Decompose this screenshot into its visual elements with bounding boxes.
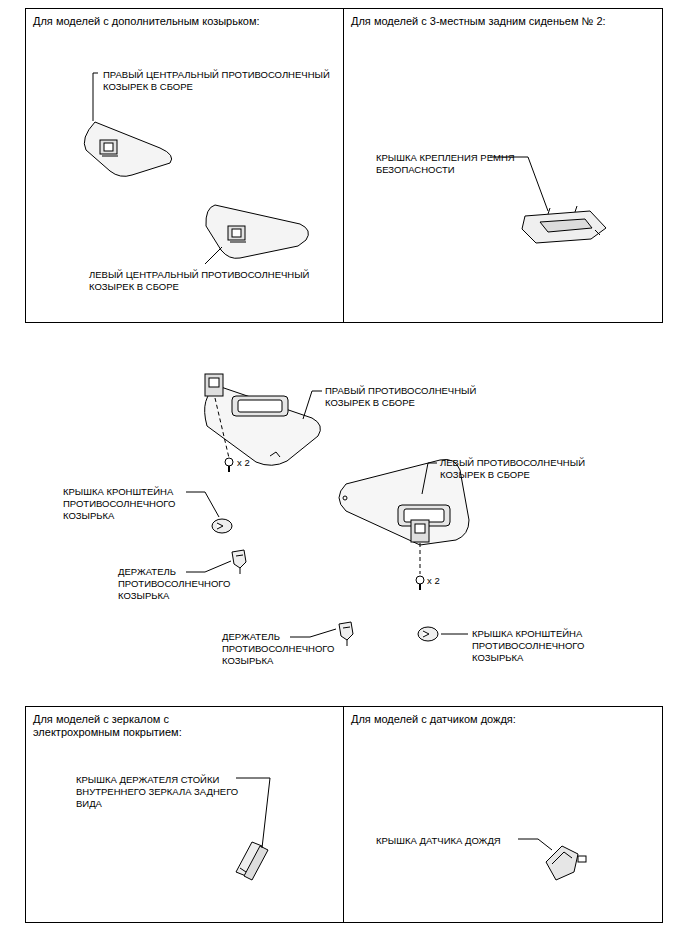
option-box: Для моделей с датчиком дождя: КРЫШКА ДАТЧ…	[343, 706, 663, 923]
part-name: ДЕРЖАТЕЛЬ ПРОТИВОСОЛНЕЧНОГО КОЗЫРЬКА	[222, 631, 352, 667]
center-visor-left	[206, 205, 309, 258]
option-box: Для моделей с зеркалом с электрохромным …	[25, 706, 344, 923]
part-name: КРЫШКА КРОНШТЕЙНА ПРОТИВОСОЛНЕЧНОГО КОЗЫ…	[472, 628, 602, 664]
center-visor-right	[84, 122, 171, 176]
part-name: КРЫШКА ДАТЧИКА ДОЖДЯ	[376, 835, 556, 847]
box-heading: Для моделей с дополнительным козырьком:	[33, 15, 333, 28]
part-name: ПРАВЫЙ ЦЕНТРАЛЬНЫЙ ПРОТИВОСОЛНЕЧНЫЙ КОЗЫ…	[103, 69, 343, 93]
part-name: ДЕРЖАТЕЛЬ ПРОТИВОСОЛНЕЧНОГО КОЗЫРЬКА	[118, 566, 248, 602]
part-name: ЛЕВЫЙ ПРОТИВОСОЛНЕЧНЫЙ КОЗЫРЕК В СБОРЕ	[440, 457, 615, 481]
part-name: КРЫШКА КРОНШТЕЙНА ПРОТИВОСОЛНЕЧНОГО КОЗЫ…	[63, 486, 193, 522]
rain-sensor-cover	[546, 846, 586, 880]
sun-visor-right	[205, 374, 321, 465]
part-name: ПРАВЫЙ ПРОТИВОСОЛНЕЧНЫЙ КОЗЫРЕК В СБОРЕ	[325, 385, 500, 409]
option-box: Для моделей с дополнительным козырьком: П…	[25, 8, 344, 323]
quantity-note: x 2	[427, 575, 457, 587]
box-heading: Для моделей с датчиком дождя:	[351, 713, 656, 726]
quantity-note: x 2	[237, 457, 267, 469]
part-name: КРЫШКА ДЕРЖАТЕЛЯ СТОЙКИ ВНУТРЕННЕГО ЗЕРК…	[76, 774, 246, 810]
part-name: ЛЕВЫЙ ЦЕНТРАЛЬНЫЙ ПРОТИВОСОЛНЕЧНЫЙ КОЗЫР…	[89, 269, 329, 293]
option-box: Для моделей с 3-местным задним сиденьем …	[343, 8, 663, 323]
box-heading: Для моделей с 3-местным задним сиденьем …	[351, 15, 656, 28]
bracket-cover	[212, 519, 438, 641]
part-name: КРЫШКА КРЕПЛЕНИЯ РЕМНЯ БЕЗОПАСНОСТИ	[376, 152, 516, 176]
box-heading: Для моделей с зеркалом с электрохромным …	[33, 713, 233, 739]
screw	[225, 458, 424, 590]
mirror-holder-cover	[236, 842, 268, 880]
seat-belt-cover	[522, 206, 606, 243]
